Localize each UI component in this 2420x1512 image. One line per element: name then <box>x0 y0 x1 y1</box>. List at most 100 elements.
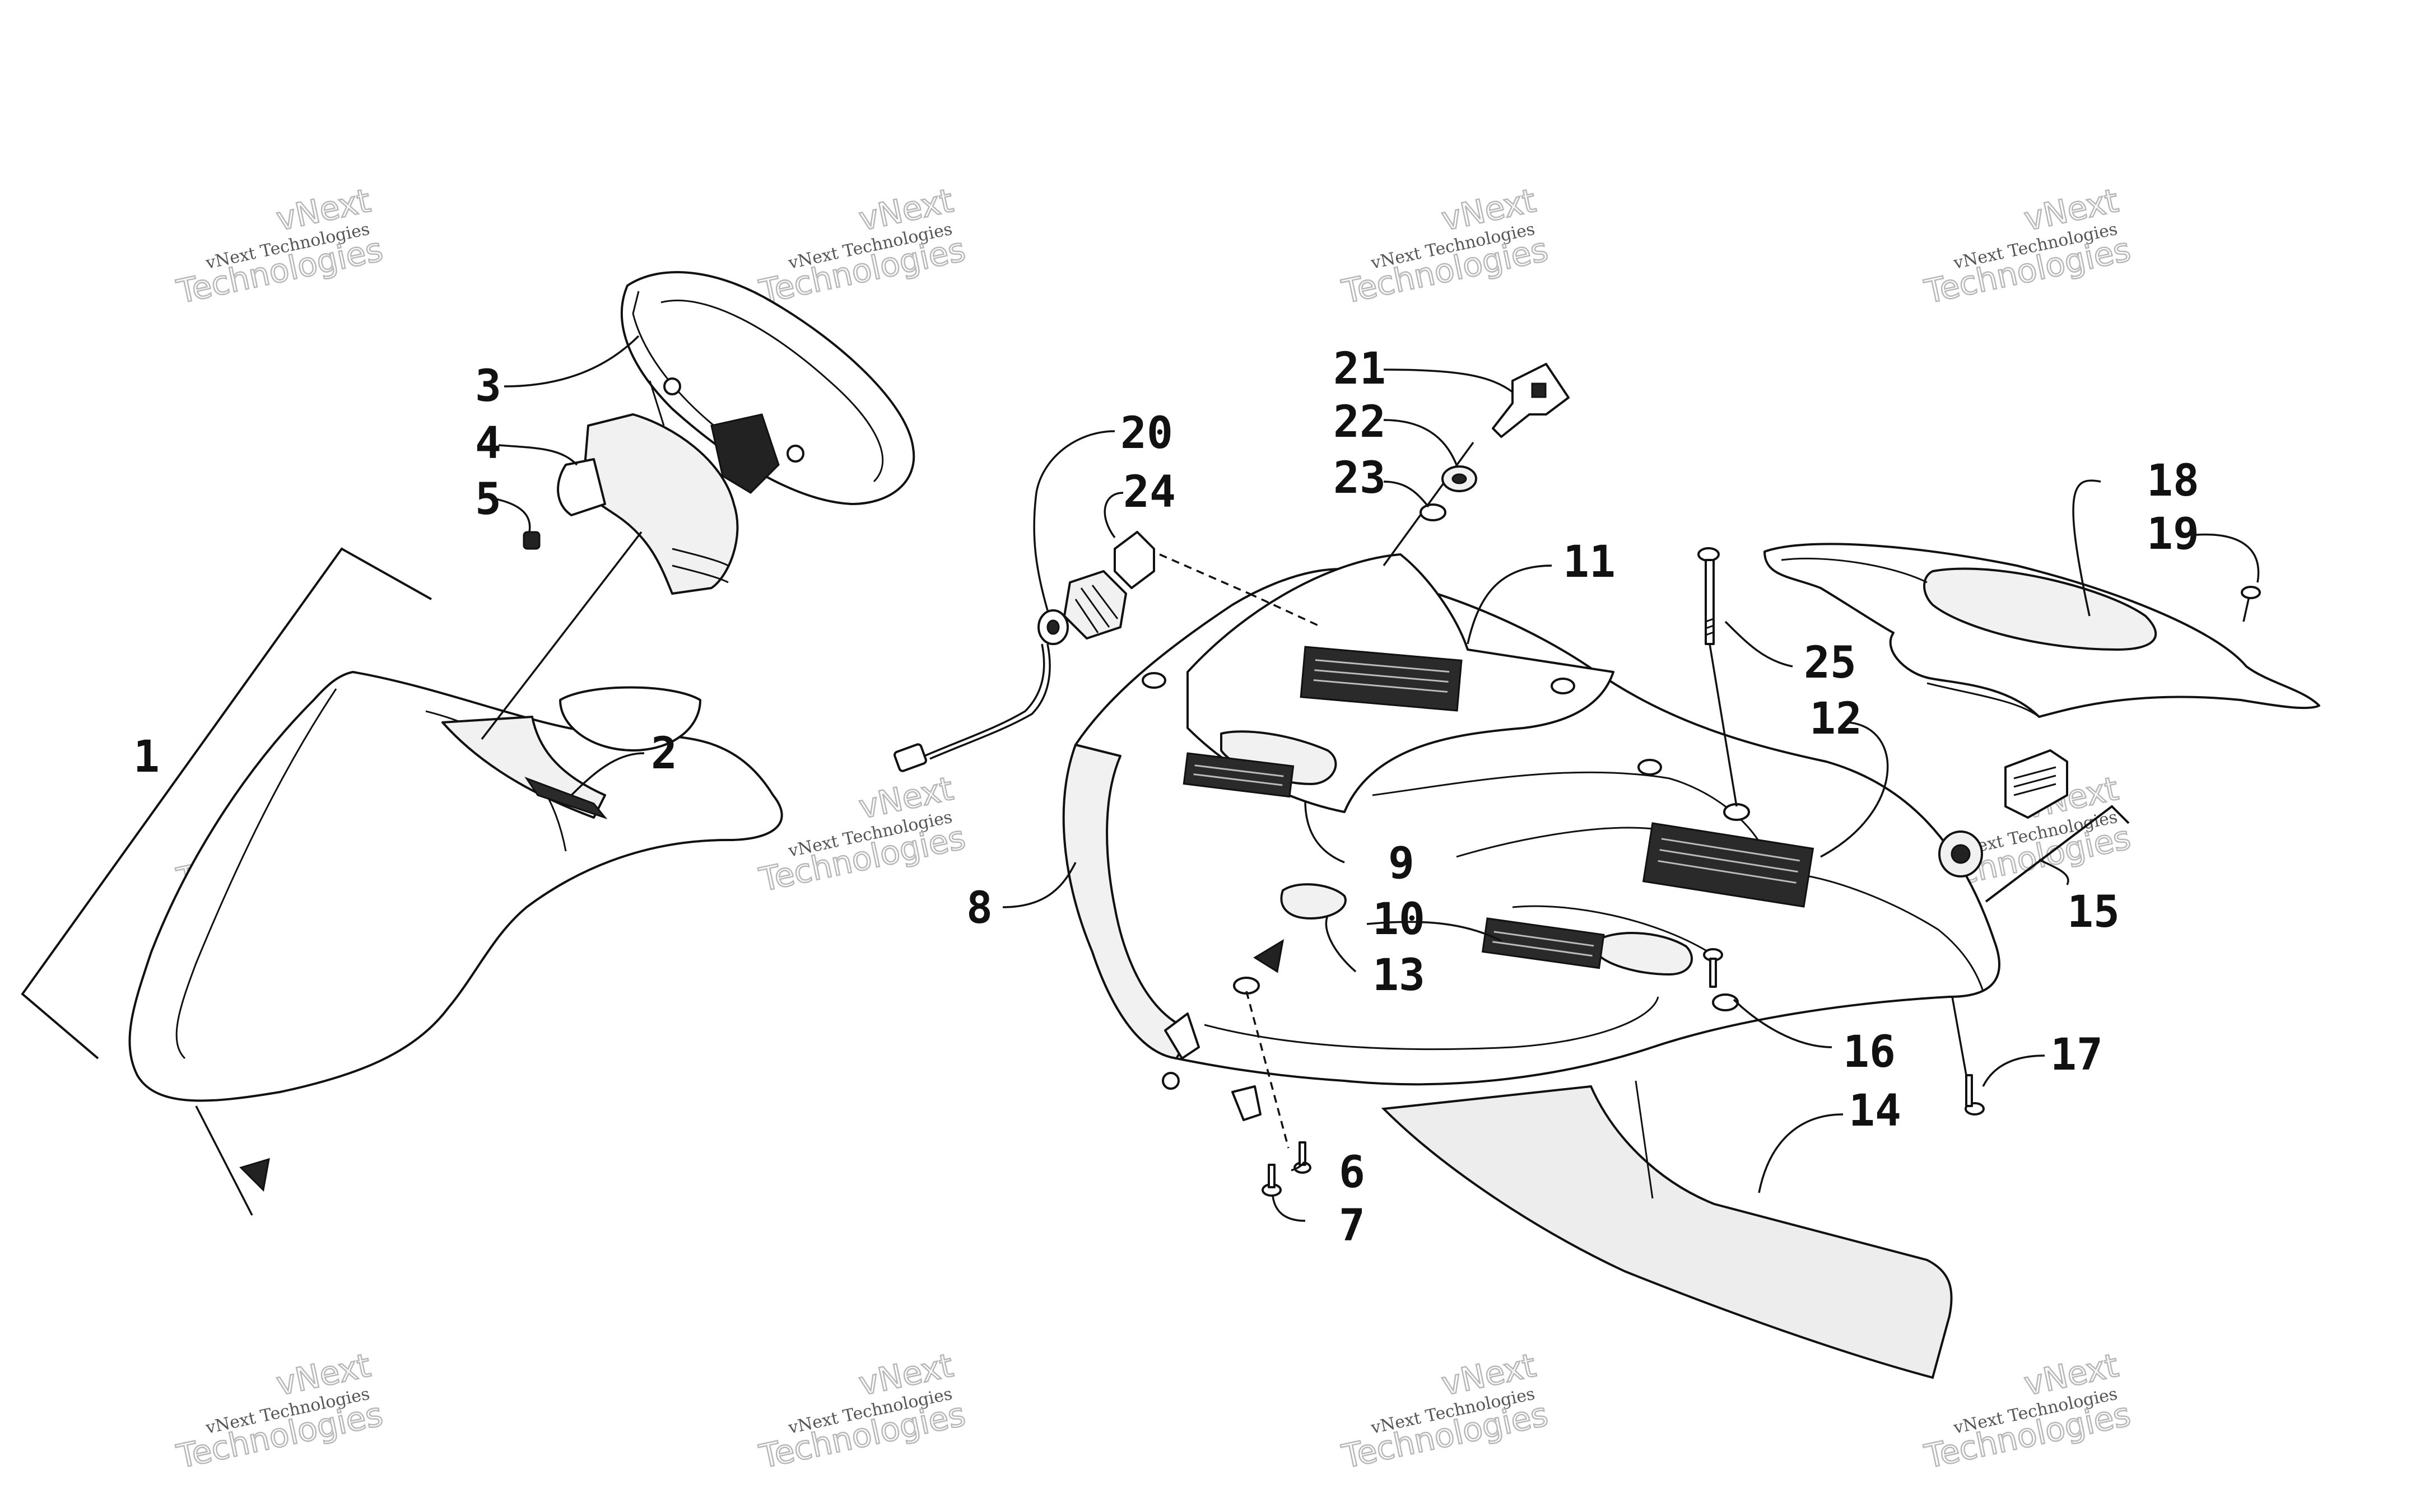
mounting-hole <box>1551 678 1575 694</box>
decal <box>1642 822 1814 908</box>
leader-line <box>1383 419 1458 465</box>
callout-label: 16 <box>1843 1027 1896 1077</box>
bracket-ridges <box>672 548 729 584</box>
leader-line <box>195 1105 253 1216</box>
mounting-stud <box>663 377 681 395</box>
decal <box>1481 917 1605 969</box>
rear-panel-opening <box>1923 567 2157 651</box>
console-contour <box>1204 996 1659 1051</box>
console-contour <box>1456 827 1653 858</box>
callout-label: 7 <box>1339 1201 1365 1251</box>
watermark: vNext Technologies vNext Technologies <box>1920 180 2134 311</box>
callout-leaders <box>492 335 2260 1222</box>
gauge-rim <box>632 291 729 438</box>
gauge-housing <box>620 271 915 505</box>
leader-line <box>1820 721 1889 858</box>
latch-assembly <box>1938 749 2130 903</box>
switch-nut-center <box>1046 619 1060 635</box>
latch-body <box>2004 749 2068 819</box>
callout-label: 23 <box>1333 453 1386 503</box>
callout-label: 8 <box>966 883 993 934</box>
key-bezel-center <box>1451 473 1467 484</box>
main-console-assembly <box>1062 553 2000 1379</box>
front-cowl-assembly <box>21 547 783 1216</box>
console-contour <box>1792 872 1984 992</box>
wire-harness <box>924 643 1045 757</box>
mounting-hole <box>1233 977 1260 995</box>
latch-nut-center <box>1951 844 1971 864</box>
arrow-icon <box>1253 939 1285 973</box>
leader-line <box>498 444 578 466</box>
callout-label: 6 <box>1339 1147 1365 1198</box>
ignition-key <box>1492 363 1570 438</box>
screw <box>523 531 541 550</box>
callout-label: 24 <box>1123 467 1176 517</box>
mounting-hole <box>1162 1072 1180 1090</box>
callout-label: 3 <box>475 361 501 412</box>
callout-label: 25 <box>1804 638 1856 688</box>
callout-label: 10 <box>1372 894 1425 945</box>
mounting-hole <box>1142 672 1166 689</box>
watermark: vNext Technologies vNext Technologies <box>755 180 969 311</box>
mount-tab <box>1164 1012 1200 1060</box>
screw-shaft <box>1709 958 1717 988</box>
decal <box>1300 646 1463 712</box>
watermark: vNext Technologies vNext Technologies <box>755 1345 969 1476</box>
rear-panel-contour <box>1926 682 2040 718</box>
mounting-hole <box>1712 993 1739 1011</box>
leader-line <box>1002 862 1077 908</box>
mounting-stud <box>787 445 804 463</box>
leader-line <box>1709 643 1738 807</box>
bracket-arm <box>557 458 606 516</box>
rear-panel-contour <box>1781 557 1928 584</box>
wire-harness <box>929 643 1051 760</box>
leader-line <box>1272 1195 1306 1222</box>
screw-head <box>2241 586 2261 599</box>
foam-edge <box>1635 1080 1654 1199</box>
console-body <box>1064 568 2000 1086</box>
callout-label: 5 <box>475 474 501 525</box>
callout-label: 22 <box>1333 397 1386 447</box>
leader-line <box>481 531 643 740</box>
gauge-rim <box>660 300 884 483</box>
leader-line <box>1383 480 1430 508</box>
callout-label: 13 <box>1372 950 1425 1001</box>
watermark: vNext Technologies vNext Technologies <box>1338 180 1552 311</box>
key-nut <box>1420 503 1446 521</box>
key-switch-assembly <box>1383 363 1570 567</box>
callout-label: 2 <box>651 729 677 779</box>
gauge-bracket <box>581 413 739 595</box>
leader-line <box>1291 1161 1305 1172</box>
leader-line <box>504 335 640 388</box>
callout-label: 20 <box>1120 408 1173 459</box>
mounting-hole <box>1637 759 1662 776</box>
fasteners <box>1262 547 1985 1197</box>
switch-harness-assembly <box>893 531 1323 772</box>
cowl-cutout <box>559 686 701 752</box>
leader-line <box>1982 1054 2045 1087</box>
bolt-shaft <box>1705 559 1715 645</box>
leader-line <box>1325 915 1357 973</box>
leader-line <box>2039 858 2069 885</box>
leader-line <box>2072 479 2101 617</box>
bolt-head <box>1697 547 1720 562</box>
leader-line <box>1951 996 1967 1076</box>
key-hole <box>1531 382 1547 398</box>
latch-threads <box>2013 766 2056 796</box>
mount-tab <box>1231 1085 1262 1121</box>
arrow-icon <box>239 1158 270 1192</box>
callout-label: 18 <box>2147 456 2199 506</box>
group-bracket <box>1985 805 2130 903</box>
round-decal <box>1280 883 1347 920</box>
screw-shaft <box>1268 1164 1276 1188</box>
gauge-connector <box>710 413 780 494</box>
watermark: vNext Technologies vNext Technologies <box>173 180 387 311</box>
callout-label: 4 <box>475 418 501 469</box>
screw-shaft <box>1965 1074 1973 1107</box>
callout-label: 15 <box>2067 887 2120 937</box>
switch-cap <box>1114 531 1155 589</box>
decal <box>1183 752 1295 798</box>
leader-line <box>1758 1113 1844 1193</box>
watermark: vNext Technologies vNext Technologies <box>1920 1345 2134 1476</box>
